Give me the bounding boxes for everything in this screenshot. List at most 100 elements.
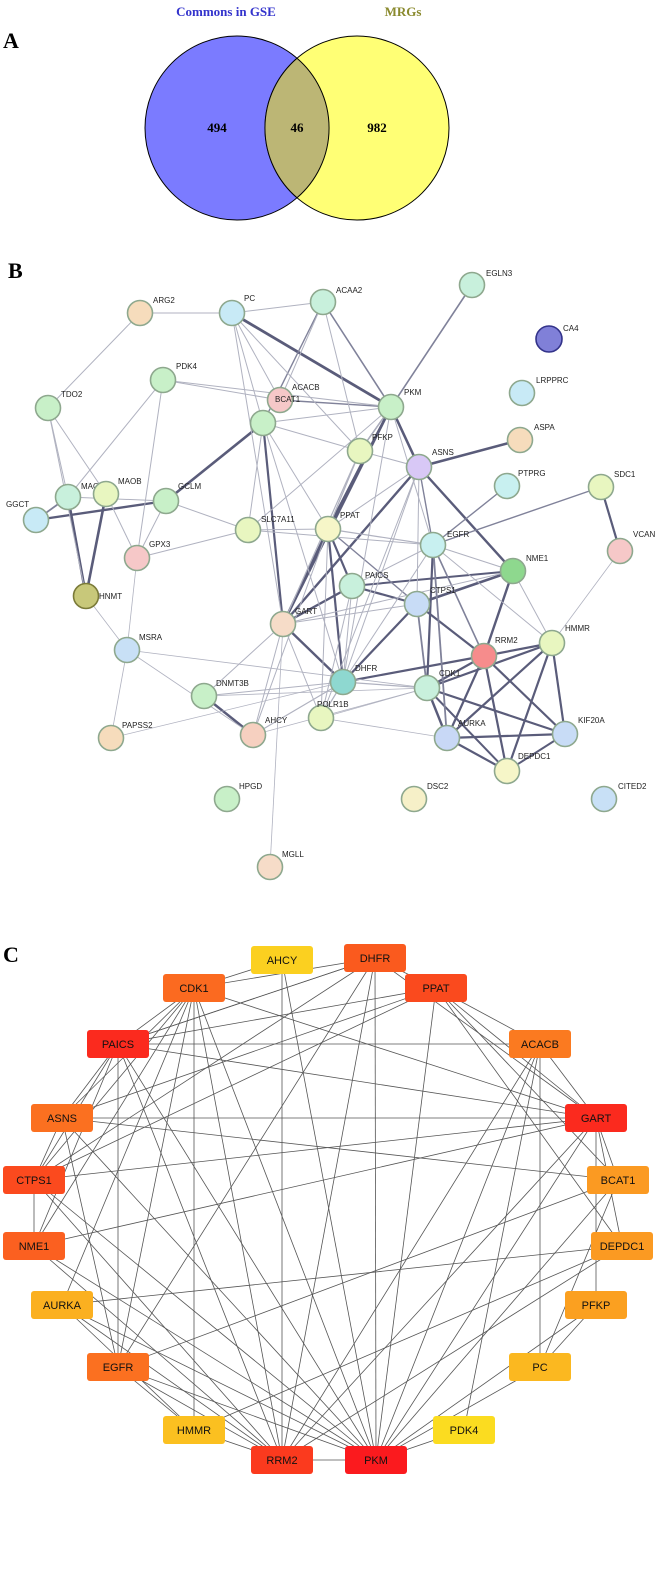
venn-left-count: 494 — [207, 120, 227, 135]
ppi-node-circle — [403, 590, 431, 618]
hub-node-box — [587, 1166, 649, 1194]
ppi-edge-ctps1-rrm2 — [416, 603, 485, 657]
ppi-node-circle — [400, 785, 428, 813]
ppi-edge-gclm-slc7a11 — [165, 500, 249, 531]
venn-right-title: MRGs — [385, 4, 422, 19]
hub-node-label: PC — [532, 1362, 547, 1374]
ppi-node-label: KIF20A — [578, 716, 605, 725]
ppi-node-circle — [587, 473, 615, 501]
hub-node-label: DHFR — [360, 953, 391, 965]
ppi-node-label: MSRA — [139, 633, 163, 642]
hub-node-ppat: PPAT — [405, 974, 467, 1002]
ppi-edge-pdk4-acacb — [162, 379, 281, 401]
ppi-edge-nme1-egfr — [432, 544, 514, 572]
hub-node-box — [565, 1291, 627, 1319]
hub-node-depdc1: DEPDC1 — [591, 1232, 653, 1260]
ppi-node-acacb: ACACB — [266, 383, 320, 414]
ppi-edge-tdo2-maob — [47, 407, 107, 495]
hub-node-label: DEPDC1 — [600, 1241, 645, 1253]
hub-edge-aurka-cdk1 — [61, 987, 195, 1306]
ppi-edge-paics-polr1b — [320, 585, 353, 719]
hub-node-label: PKM — [364, 1455, 388, 1467]
ppi-edge-asns-ctps1 — [416, 466, 420, 605]
ppi-edges — [35, 284, 622, 868]
hub-edge-dhfr-egfr — [117, 957, 376, 1368]
ppi-node-label: EGFR — [447, 530, 469, 539]
ppi-node-label: LRPPRC — [536, 376, 569, 385]
ppi-node-cdk1: CDK1 — [413, 669, 461, 702]
panel-label-c: C — [3, 942, 19, 967]
ppi-edge-rrm2-depdc1 — [482, 655, 509, 772]
hub-edge-egfr-asns — [61, 1117, 119, 1368]
ppi-node-label: TDO2 — [61, 390, 83, 399]
hub-edge-ppat-bcat1 — [435, 987, 619, 1181]
ppi-node-circle — [152, 487, 180, 515]
hub-edge-pfkp-pkm — [375, 1304, 597, 1461]
ppi-node-circle — [123, 544, 151, 572]
hub-edge-ppat-depdc1 — [435, 987, 623, 1247]
ppi-edge-pc-pfkp — [231, 312, 361, 452]
hub-edge-rrm2-cdk1 — [193, 987, 283, 1461]
ppi-node-label: ASPA — [534, 423, 555, 432]
ppi-node-circle — [413, 674, 441, 702]
ppi-edge-arg2-tdo2 — [47, 312, 141, 409]
hub-node-label: NME1 — [19, 1241, 50, 1253]
ppi-node-circle — [213, 785, 241, 813]
ppi-node-hpgd: HPGD — [213, 782, 262, 813]
hub-edge-depdc1-aurka — [61, 1245, 623, 1306]
ppi-node-label: AHCY — [265, 716, 288, 725]
ppi-edge-hmmr-vcan — [551, 550, 621, 644]
hub-node-box — [433, 1416, 495, 1444]
hub-node-pfkp: PFKP — [565, 1291, 627, 1319]
ppi-node-maob: MAOB — [92, 477, 142, 508]
ppi-edge-maob-hnmt — [84, 493, 108, 597]
hub-node-box — [3, 1166, 65, 1194]
ppi-node-egln3: EGLN3 — [458, 269, 513, 299]
ppi-node-circle — [508, 379, 536, 407]
ppi-node-label: SDC1 — [614, 470, 636, 479]
ppi-edge-ppat-polr1b — [320, 528, 329, 719]
ppi-node-label: PDK4 — [176, 362, 197, 371]
ppi-node-label: GGCT — [6, 500, 29, 509]
hub-node-label: GART — [581, 1113, 612, 1125]
hub-edge-gart-rrm2 — [281, 1117, 597, 1461]
ppi-edge-egfr-hmmr — [432, 544, 553, 644]
ppi-node-circle — [458, 271, 486, 299]
hub-edge-pc-pkm — [375, 1366, 541, 1461]
hub-node-label: ACACB — [521, 1039, 559, 1051]
hub-edge-gart-nme1 — [33, 1117, 597, 1247]
ppi-edge-nme1-rrm2 — [482, 570, 515, 657]
ppi-edge-bcat1-pfkp — [262, 422, 361, 452]
ppi-node-gclm: GCLM — [152, 482, 201, 515]
hub-node-box — [251, 946, 313, 974]
ppi-node-circle — [314, 515, 342, 543]
ppi-node-label: MAOB — [118, 477, 142, 486]
ppi-node-label: CTPS1 — [430, 586, 456, 595]
ppi-edge-pc-acaa2 — [231, 301, 324, 314]
ppi-node-label: ACAA2 — [336, 286, 363, 295]
ppi-edge-gart-dhfr — [282, 623, 344, 683]
ppi-edge-dnmt3b-gart — [203, 623, 284, 697]
ppi-edge-ahcy-dhfr — [252, 681, 344, 736]
hub-edge-gart-cdk1 — [193, 987, 597, 1119]
ppi-node-label: PPAT — [340, 511, 360, 520]
ppi-node-dsc2: DSC2 — [400, 782, 449, 813]
ppi-edge-cdk1-kif20a — [426, 686, 566, 736]
ppi-node-msra: MSRA — [113, 633, 163, 664]
hub-node-nme1: NME1 — [3, 1232, 65, 1260]
ppi-node-circle — [190, 682, 218, 710]
hub-edge-bcat1-pkm — [375, 1179, 619, 1461]
hub-node-label: CDK1 — [179, 983, 208, 995]
hub-node-pdk4: PDK4 — [433, 1416, 495, 1444]
ppi-node-hmmr: HMMR — [538, 624, 590, 657]
ppi-node-aurka: AURKA — [433, 719, 486, 752]
ppi-edge-nme1-hmmr — [512, 570, 553, 644]
ppi-node-label: PAICS — [365, 571, 388, 580]
ppi-node-label: ASNS — [432, 448, 454, 457]
ppi-node-nme1: NME1 — [499, 554, 549, 585]
hub-edge-ppat-pkm — [375, 987, 437, 1461]
ppi-node-label: MGLL — [282, 850, 304, 859]
ppi-edge-pdk4-gpx3 — [136, 379, 164, 559]
ppi-node-depdc1: DEPDC1 — [493, 752, 551, 785]
hub-node-box — [345, 1446, 407, 1474]
